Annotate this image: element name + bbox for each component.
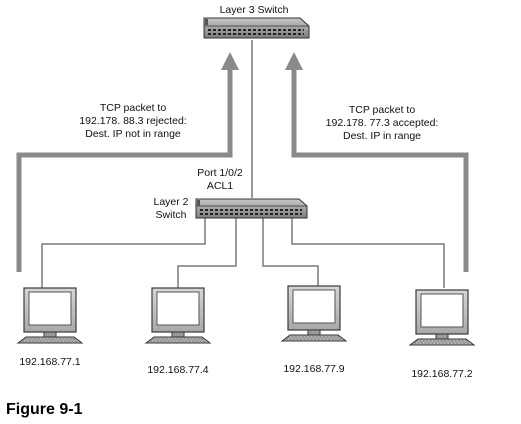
rejected-message-line3: Dest. IP not in range — [85, 128, 181, 140]
host-ip: 192.168.77.9 — [283, 363, 344, 375]
layer2-switch-label-line2: Switch — [156, 209, 187, 221]
host-ip: 192.168.77.1 — [19, 356, 80, 368]
accepted-message-line2: 192.178. 77.3 accepted: — [326, 117, 439, 129]
host-ip: 192.168.77.2 — [411, 368, 472, 380]
accepted-packet-path — [285, 52, 469, 272]
rejected-message-line1: TCP packet to — [100, 102, 166, 114]
host-2: 192.168.77.4 — [145, 287, 211, 376]
layer2-switch — [195, 198, 308, 219]
figure-caption: Figure 9-1 — [6, 401, 83, 418]
port-label: Port 1/0/2 — [197, 167, 243, 179]
computer-icon — [17, 287, 83, 344]
layer3-switch-label: Layer 3 Switch — [220, 4, 289, 16]
computer-icon — [281, 285, 347, 342]
host-1: 192.168.77.1 — [17, 287, 83, 368]
host-4: 192.168.77.2 — [409, 289, 475, 380]
host-ip: 192.168.77.4 — [147, 364, 208, 376]
layer3-switch — [203, 17, 310, 39]
up-arrow-icon — [285, 52, 303, 70]
rejected-message-line2: 192.178. 88.3 rejected: — [79, 115, 186, 127]
computer-icon — [145, 287, 211, 344]
acl-label: ACL1 — [207, 180, 233, 192]
layer2-switch-label-line1: Layer 2 — [153, 196, 188, 208]
computer-icon — [409, 289, 475, 346]
host-cables — [41, 218, 445, 288]
rejected-packet-path — [16, 52, 239, 272]
accepted-message-line1: TCP packet to — [349, 104, 415, 116]
host-3: 192.168.77.9 — [281, 285, 347, 375]
accepted-message-line3: Dest. IP in range — [343, 130, 421, 142]
up-arrow-icon — [221, 52, 239, 70]
